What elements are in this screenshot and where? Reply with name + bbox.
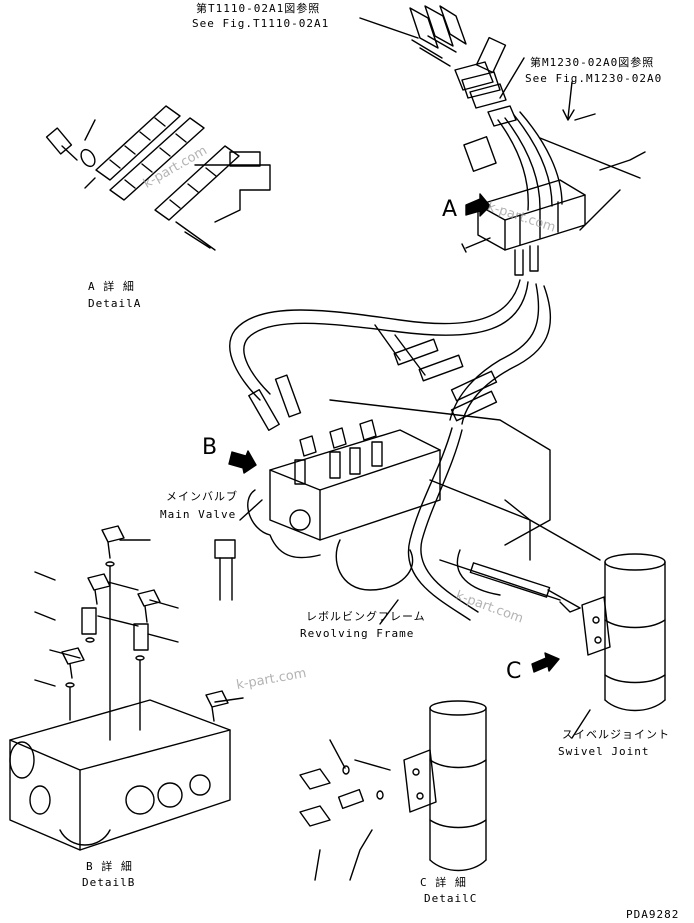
ref-t1110-jp: 第T1110-02A1図参照 [196,2,321,15]
main-valve-body [214,419,441,601]
ref-t1110-en: See Fig.T1110-02A1 [192,17,330,30]
detail-a-drawing [45,105,271,251]
swivel-joint-jp: スイベルジョイント [562,728,670,741]
main-valve-jp: メインバルブ [166,490,238,503]
leader-m1230 [499,57,525,99]
detail-b-drawing [9,525,244,851]
pilot-hoses [497,111,563,211]
arrow-c-icon [531,652,560,673]
detail-b-jp: B 詳 細 [86,860,133,873]
detail-c-jp: C 詳 細 [420,876,467,889]
arrow-c-label: C [506,659,522,684]
detail-b-en: DetailB [82,876,136,889]
revolving-frame-en: Revolving Frame [300,627,415,640]
revolving-frame-jp: レボルビングフレーム [306,610,426,623]
swivel-joint [469,553,666,712]
arrow-a-label: A [442,197,458,222]
valve-hose-fittings [248,324,498,432]
ref-m1230-en: See Fig.M1230-02A0 [525,72,663,85]
upper-hose-fittings [409,5,517,172]
page-code: PDA9282 [626,908,680,921]
arrow-a-icon [465,193,491,217]
swivel-joint-en: Swivel Joint [558,745,650,758]
arrow-b-label: B [202,435,218,460]
detail-a-en: DetailA [88,297,142,310]
detail-c-en: DetailC [424,892,478,905]
ref-m1230-jp: 第M1230-02A0図参照 [530,56,655,69]
arrow-b-icon [228,450,257,474]
main-hose-loop [229,279,552,621]
revolving-frame [329,399,601,601]
leader-t1110 [359,17,419,39]
detail-a-jp: A 詳 細 [88,280,135,293]
main-valve-en: Main Valve [160,508,237,521]
pilot-manifold [477,179,586,276]
detail-c-drawing [299,700,487,881]
